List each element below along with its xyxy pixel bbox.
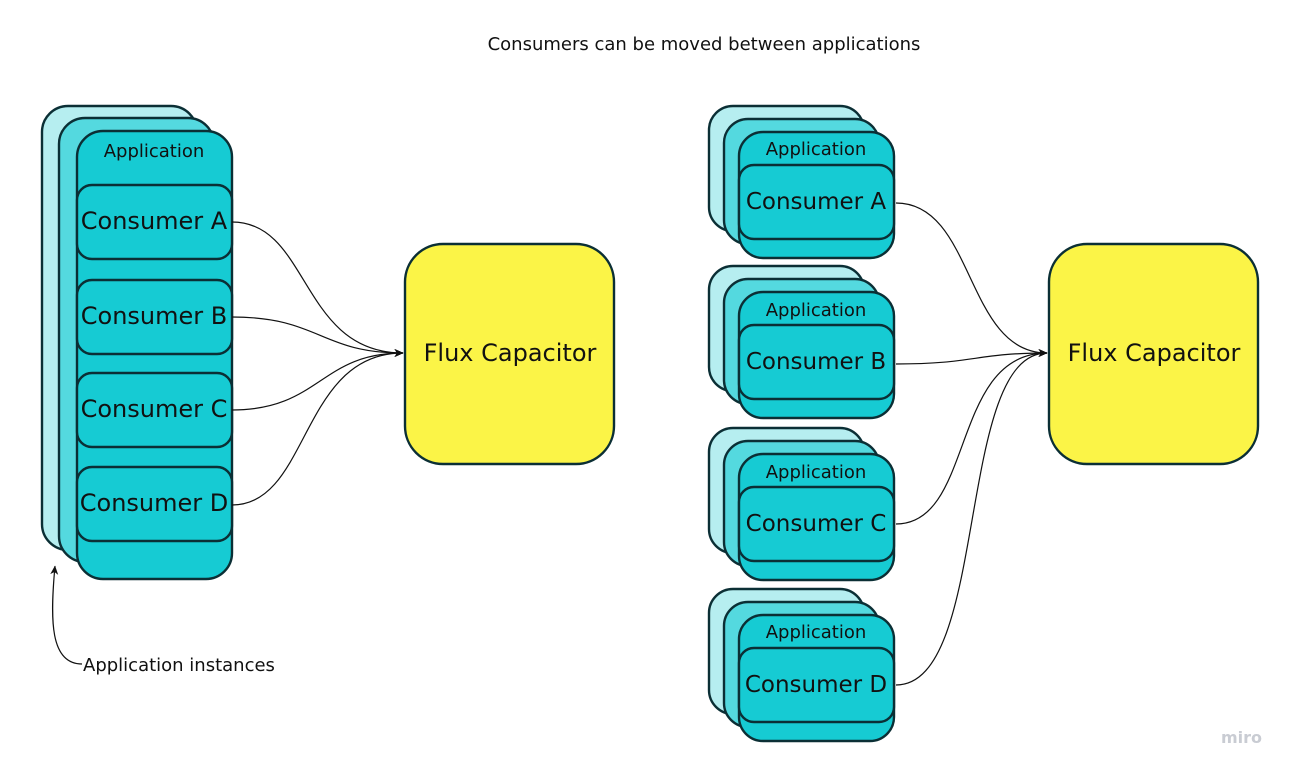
application-label: Application	[766, 139, 867, 160]
edge-consumer-b-to-flux	[895, 349, 1048, 365]
edge-consumer-d-to-flux	[895, 349, 1048, 686]
consumer-label: Consumer A	[746, 189, 887, 215]
right-application-stack-b: Application Consumer B	[707, 264, 896, 420]
left-application-stack: Application Consumer A Consumer B Consum…	[40, 104, 234, 581]
consumer-label: Consumer A	[81, 207, 228, 235]
flux-capacitor-label: Flux Capacitor	[1068, 339, 1241, 367]
diagram-title: Consumers can be moved between applicati…	[488, 34, 921, 55]
right-application-stack-c: Application Consumer C	[707, 426, 896, 582]
flux-capacitor-left: Flux Capacitor	[403, 242, 616, 466]
application-label: Application	[766, 300, 867, 321]
right-connectors	[895, 202, 1048, 686]
edge-consumer-c-to-flux	[231, 349, 404, 411]
instances-annotation: Application instances	[50, 565, 275, 676]
right-application-stack-d: Application Consumer D	[707, 587, 896, 743]
consumer-label: Consumer D	[80, 489, 229, 517]
application-label: Application	[104, 141, 205, 162]
consumer-label: Consumer D	[745, 672, 887, 698]
consumer-label: Consumer B	[746, 349, 886, 375]
edge-instances-pointer	[50, 565, 83, 665]
edge-consumer-a-to-flux	[895, 202, 1048, 357]
consumer-label: Consumer C	[81, 395, 228, 423]
flux-capacitor-label: Flux Capacitor	[424, 339, 597, 367]
left-consumer-b: Consumer B	[75, 278, 234, 356]
left-consumer-a: Consumer A	[75, 183, 234, 261]
edge-consumer-b-to-flux	[231, 316, 404, 357]
miro-watermark: miro	[1221, 728, 1262, 747]
flux-capacitor-right: Flux Capacitor	[1047, 242, 1260, 466]
edge-consumer-c-to-flux	[895, 349, 1048, 525]
right-application-stack-a: Application Consumer A	[707, 104, 896, 260]
edge-consumer-d-to-flux	[231, 349, 404, 506]
left-consumer-d: Consumer D	[75, 465, 234, 543]
application-label: Application	[766, 622, 867, 643]
edge-consumer-a-to-flux	[231, 221, 404, 357]
consumer-label: Consumer C	[746, 511, 887, 537]
instances-label: Application instances	[83, 655, 275, 676]
consumer-label: Consumer B	[81, 302, 227, 330]
left-consumer-c: Consumer C	[75, 371, 234, 449]
left-connectors	[231, 221, 404, 506]
application-label: Application	[766, 462, 867, 483]
